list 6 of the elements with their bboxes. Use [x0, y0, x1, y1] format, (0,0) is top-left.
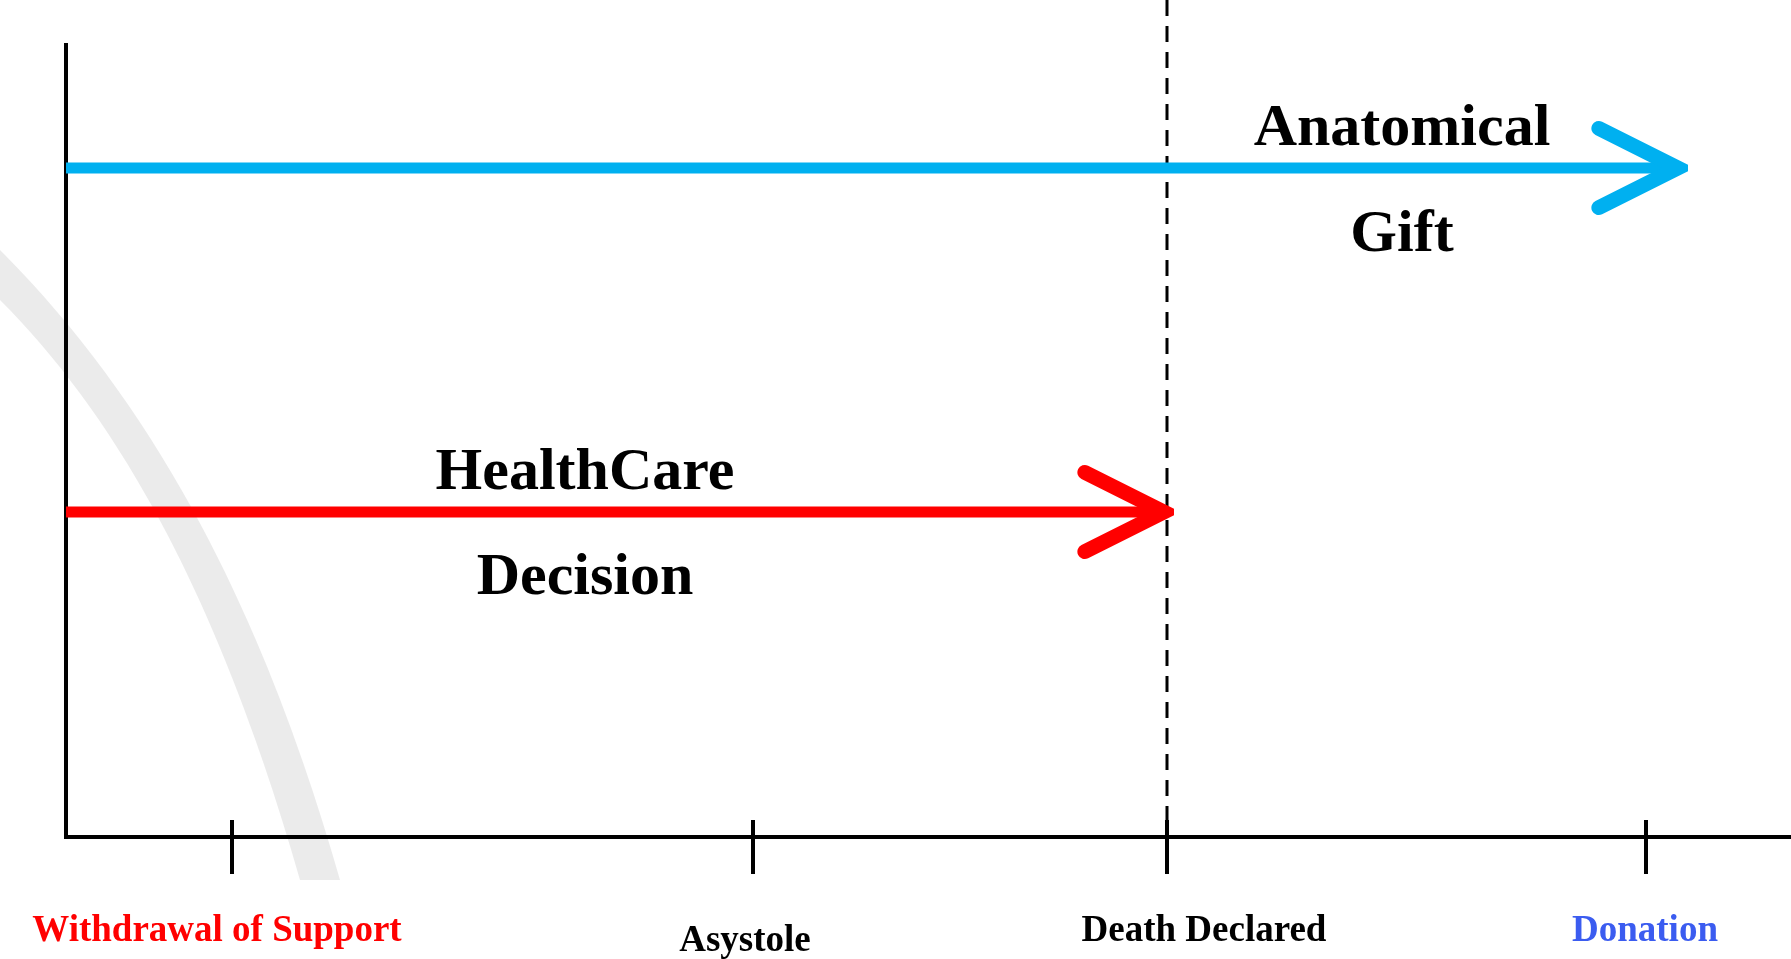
arrow-label: Anatomical Gift [1252, 91, 1552, 266]
tick-label: Donation [1571, 907, 1719, 951]
tick-label: Withdrawal of Support [31, 907, 403, 951]
tick-label: Asystole [678, 917, 812, 959]
arrow-label: HealthCare Decision [434, 435, 736, 609]
tick-label: Death Declared [1080, 907, 1328, 951]
